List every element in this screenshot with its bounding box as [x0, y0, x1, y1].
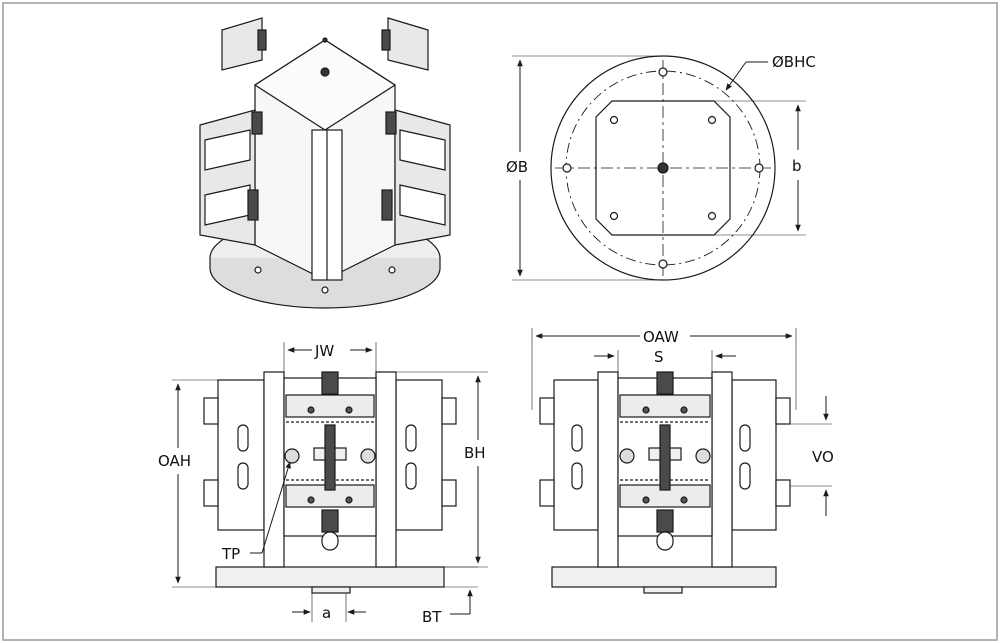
dim-s	[594, 350, 736, 378]
label-jw: JW	[314, 342, 334, 360]
dim-oah	[172, 379, 218, 588]
label-bh: BH	[464, 444, 486, 462]
label-oah: OAH	[158, 452, 191, 470]
dim-a	[292, 593, 366, 622]
label-tp: TP	[221, 545, 240, 563]
label-a: a	[322, 604, 331, 622]
dim-jw	[283, 342, 377, 378]
dim-oaw	[531, 328, 797, 410]
top-view	[550, 55, 776, 281]
dim-b-small	[714, 100, 806, 236]
dim-bhc	[725, 61, 768, 91]
isometric-view	[199, 17, 451, 309]
dim-b-diameter	[512, 55, 663, 281]
front-view-right	[539, 371, 791, 594]
label-b-small: b	[792, 157, 802, 175]
label-b-diameter: ØB	[506, 158, 528, 176]
label-s: S	[654, 348, 664, 366]
dim-bt	[444, 566, 478, 615]
label-bt: BT	[422, 608, 442, 626]
dim-tp	[250, 461, 291, 554]
dim-vo	[790, 396, 832, 516]
label-vo: VO	[812, 448, 834, 466]
front-view-left	[203, 371, 457, 594]
label-oaw: OAW	[643, 328, 679, 346]
label-bhc: ØBHC	[772, 53, 816, 71]
